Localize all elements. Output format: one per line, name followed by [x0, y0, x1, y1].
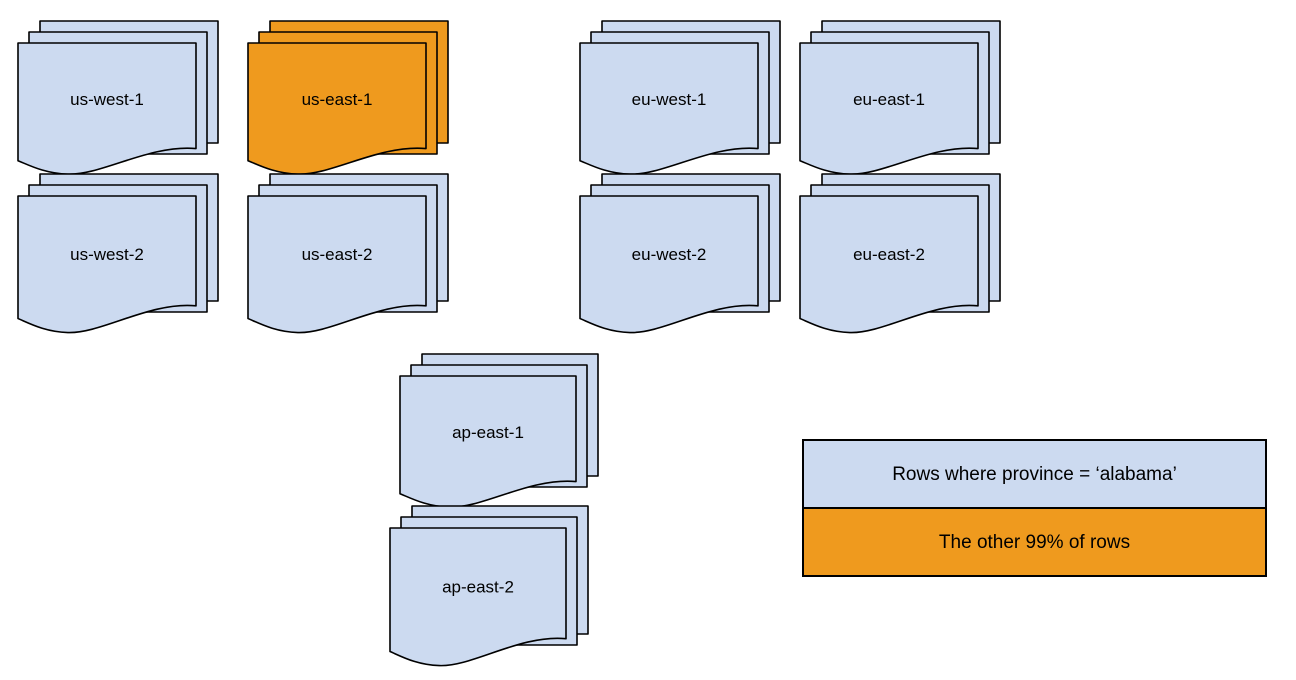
region-stack-us-east-1[interactable]: us-east-1 — [247, 20, 449, 175]
region-label: eu-west-2 — [632, 245, 707, 264]
stack-sheet-front — [799, 42, 979, 175]
legend-box: Rows where province = ‘alabama’ The other… — [802, 439, 1267, 577]
legend-label: The other 99% of rows — [939, 532, 1130, 553]
region-stack-us-west-2[interactable]: us-west-2 — [17, 173, 219, 334]
region-label: us-east-2 — [302, 245, 373, 264]
legend-swatch — [802, 439, 1267, 509]
legend-row-matching-rows: Rows where province = ‘alabama’ — [802, 439, 1267, 509]
stack-sheet-front — [17, 195, 197, 334]
region-label: us-west-1 — [70, 90, 144, 109]
region-stack-ap-east-1[interactable]: ap-east-1 — [399, 353, 599, 508]
stack-sheet-front — [389, 527, 567, 667]
stack-sheet-front — [579, 195, 759, 334]
stack-sheet-front — [247, 195, 427, 334]
region-label: eu-east-2 — [853, 245, 925, 264]
region-stack-eu-east-1[interactable]: eu-east-1 — [799, 20, 1001, 175]
stack-sheet-front — [799, 195, 979, 334]
region-label: ap-east-1 — [452, 423, 524, 442]
region-label: ap-east-2 — [442, 578, 514, 597]
legend-label: Rows where province = ‘alabama’ — [892, 464, 1177, 485]
stack-sheet-front — [247, 42, 427, 175]
stack-sheet-front — [579, 42, 759, 175]
stack-sheet-front — [17, 42, 197, 175]
region-label: eu-west-1 — [632, 90, 707, 109]
region-stack-eu-west-2[interactable]: eu-west-2 — [579, 173, 781, 334]
region-stack-eu-west-1[interactable]: eu-west-1 — [579, 20, 781, 175]
region-label: us-west-2 — [70, 245, 144, 264]
legend-row-remaining-rows: The other 99% of rows — [802, 507, 1267, 577]
region-stack-eu-east-2[interactable]: eu-east-2 — [799, 173, 1001, 334]
legend-swatch — [802, 507, 1267, 577]
region-label: eu-east-1 — [853, 90, 925, 109]
region-label: us-east-1 — [302, 90, 373, 109]
region-stack-ap-east-2[interactable]: ap-east-2 — [389, 505, 589, 667]
region-stack-us-east-2[interactable]: us-east-2 — [247, 173, 449, 334]
region-stack-us-west-1[interactable]: us-west-1 — [17, 20, 219, 175]
stacks-layer: us-west-1 us-east-1 eu-west-1 eu-east-1 us-w… — [17, 20, 1001, 667]
